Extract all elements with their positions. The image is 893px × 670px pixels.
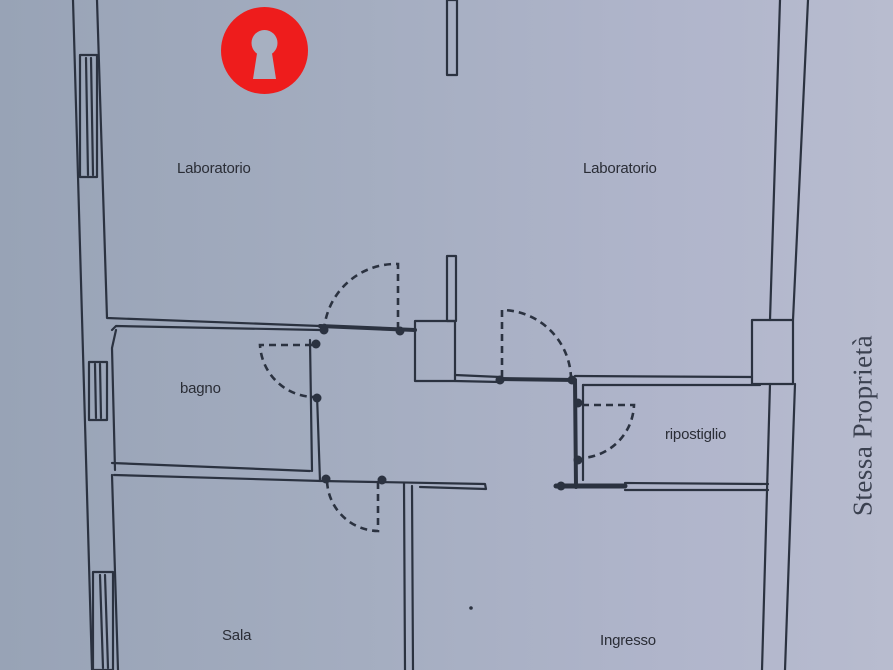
pillar-center <box>413 319 457 383</box>
room-label-laboratorio-left: Laboratorio <box>177 160 251 177</box>
room-label-bagno: bagno <box>180 380 221 397</box>
door-swing-bagno <box>258 343 315 399</box>
left-wall-outer <box>71 0 94 670</box>
room-label-ingresso: Ingresso <box>600 632 656 649</box>
keyhole-icon <box>251 30 278 79</box>
door-swing-sala <box>325 479 380 533</box>
room-label-ripostiglio: ripostiglio <box>665 426 727 443</box>
door-swing-corridor <box>500 308 573 379</box>
door-swing-ripostiglio <box>581 403 636 460</box>
keyhole-badge[interactable] <box>221 7 308 94</box>
adjacent-property-label: Stessa Proprietà <box>847 334 878 517</box>
room-label-laboratorio-right: Laboratorio <box>583 160 657 177</box>
door-swing-lab <box>322 262 400 331</box>
window-left-top <box>78 53 99 179</box>
pillar-right <box>750 318 795 386</box>
room-label-sala: Sala <box>222 627 252 644</box>
left-wall-inner <box>95 0 322 328</box>
